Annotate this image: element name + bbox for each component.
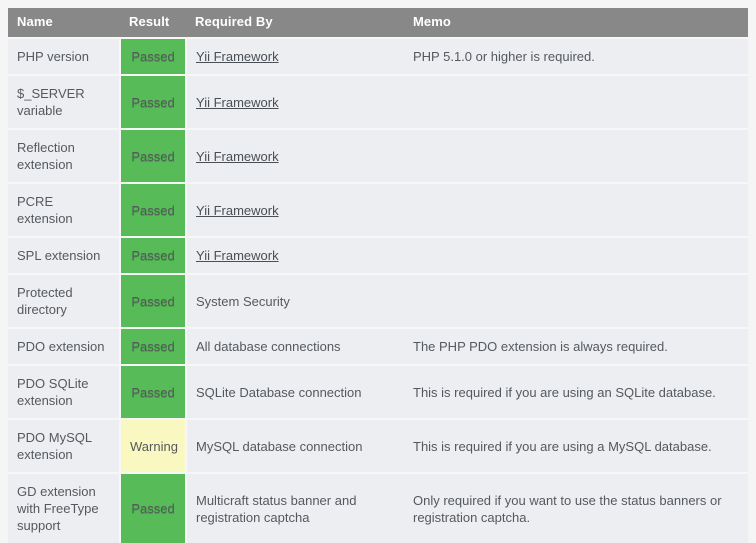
required-by-link[interactable]: Yii Framework [196, 49, 279, 64]
table-header: Name Result Required By Memo [8, 8, 748, 38]
column-header-name: Name [8, 8, 120, 38]
cell-requirement-name: PDO SQLite extension [8, 364, 120, 419]
requirements-panel: Name Result Required By Memo PHP version… [8, 8, 748, 543]
column-header-required-by: Required By [186, 8, 404, 38]
column-header-memo: Memo [404, 8, 748, 38]
cell-requirement-name: GD extension with FreeType support [8, 472, 120, 543]
cell-requirement-name: PCRE extension [8, 182, 120, 237]
column-header-result: Result [120, 8, 186, 38]
cell-requirement-name: Protected directory [8, 273, 120, 328]
status-badge: Passed [119, 182, 187, 237]
cell-memo [404, 74, 748, 129]
cell-required-by: Yii Framework [186, 37, 404, 75]
requirements-table: Name Result Required By Memo PHP version… [8, 8, 748, 543]
status-badge: Passed [119, 236, 187, 274]
cell-required-by: System Security [186, 273, 404, 328]
table-header-row: Name Result Required By Memo [8, 8, 748, 38]
cell-requirement-name: PDO extension [8, 327, 120, 365]
cell-requirement-name: SPL extension [8, 236, 120, 274]
status-badge: Passed [119, 74, 187, 129]
cell-memo [404, 128, 748, 183]
cell-required-by: SQLite Database connection [186, 364, 404, 419]
cell-required-by: Yii Framework [186, 74, 404, 129]
cell-requirement-name: PHP version [8, 37, 120, 75]
status-badge: Passed [119, 327, 187, 365]
cell-memo: PHP 5.1.0 or higher is required. [404, 37, 748, 75]
status-badge: Passed [119, 364, 187, 419]
cell-memo: This is required if you are using an SQL… [404, 364, 748, 419]
cell-memo [404, 236, 748, 274]
cell-required-by: All database connections [186, 327, 404, 365]
cell-memo [404, 273, 748, 328]
status-badge: Warning [119, 418, 187, 473]
status-badge: Passed [119, 37, 187, 75]
cell-memo: This is required if you are using a MySQ… [404, 418, 748, 473]
cell-memo [404, 182, 748, 237]
cell-requirement-name: $_SERVER variable [8, 74, 120, 129]
required-by-link[interactable]: Yii Framework [196, 148, 279, 164]
cell-requirement-name: PDO MySQL extension [8, 418, 120, 473]
required-by-link[interactable]: Yii Framework [196, 94, 279, 110]
required-by-link[interactable]: Yii Framework [196, 202, 279, 218]
cell-memo: Only required if you want to use the sta… [404, 472, 748, 543]
cell-required-by: Yii Framework [186, 182, 404, 237]
cell-required-by: MySQL database connection [186, 418, 404, 473]
cell-requirement-name: Reflection extension [8, 128, 120, 183]
required-by-link[interactable]: Yii Framework [196, 248, 279, 263]
status-badge: Passed [119, 472, 187, 543]
cell-memo: The PHP PDO extension is always required… [404, 327, 748, 365]
status-badge: Passed [119, 273, 187, 328]
cell-required-by: Yii Framework [186, 128, 404, 183]
status-badge: Passed [119, 128, 187, 183]
cell-required-by: Yii Framework [186, 236, 404, 274]
cell-required-by: Multicraft status banner and registratio… [186, 472, 404, 543]
